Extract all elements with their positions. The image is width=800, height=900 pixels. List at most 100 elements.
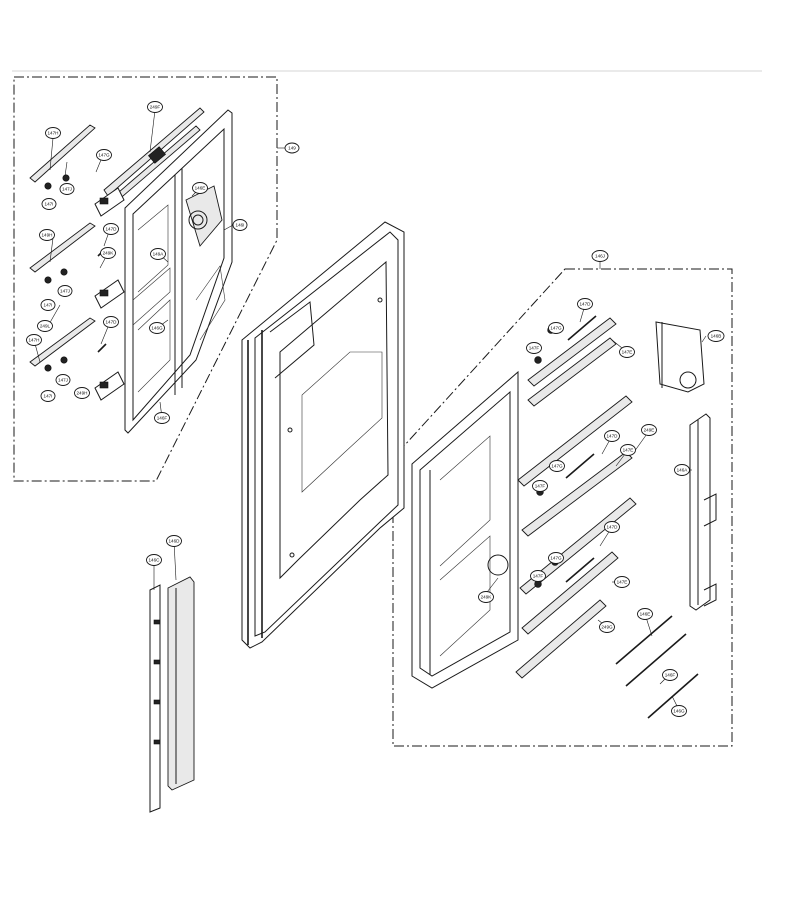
callout-label: 146F [157,416,168,421]
callout-label: 146J [595,254,605,259]
right-group-boundary [392,268,733,747]
right-door-liner-panel [411,370,519,689]
callout: 249L [37,320,53,332]
callout-label: 147G [550,556,562,561]
callout-label: 147E [623,448,634,453]
left-slide-bars [29,124,107,367]
left-rollers [44,174,70,372]
callout-label: 249H [77,391,88,396]
callout: 147J [57,285,73,297]
callout: 146F [662,669,678,681]
callout: 146G [671,705,687,717]
callout: 147D [577,298,593,310]
callout: 249F [147,101,163,113]
callout-label: 147I [45,202,54,207]
left-carriages [94,187,125,401]
callout-label: 147I [44,394,53,399]
callout-label: 146G [151,326,163,331]
callout: 147G [96,149,112,161]
callout-label: 146G [673,709,685,714]
callout: 249E [641,424,657,436]
callout-label: 146A [677,468,689,473]
callout: 147F [532,480,548,492]
callout-label: 249K [481,595,493,600]
callout-label: 149H [42,233,53,238]
callout-label: 249L [40,324,51,329]
callout-label: 147G [551,464,563,469]
callout-label: 147J [62,187,72,192]
callout: 249H [74,387,90,399]
callout-label: 147I [44,303,53,308]
callout-label: 146F [665,673,676,678]
callout-label: 147D [607,525,619,530]
callout-label: 146E [195,186,206,191]
callout-label: 146B [711,334,722,339]
callout: 147E [620,444,636,456]
callout-label: 146I [236,223,245,228]
callout-group-146j: 146J [591,250,609,262]
callout: 149H [39,229,55,241]
callout: 147F [526,342,542,354]
callout: 146E [192,182,208,194]
callout-label: 146D [169,539,181,544]
callout: 147E [619,346,635,358]
callout: 147I [40,299,56,311]
callout-label: 147F [529,346,540,351]
callout-label: 149 [288,146,296,151]
callout: 147G [548,552,564,564]
callout: 147D [604,521,620,533]
callout-label: 249F [150,105,161,110]
callout-label: 147D [580,302,592,307]
right-slide-assemblies [515,315,637,679]
callout-bubbles: 149 146J 147H 147G 147J 147I 249F 147D 1… [26,101,725,717]
callout-label: 147J [58,378,68,383]
callout: 146E [637,608,653,620]
callout-label: 147G [98,153,110,158]
callout: 147D [103,316,119,328]
callout: 147H [45,127,61,139]
callout-label: 147D [106,227,118,232]
callout-label: 147H [48,131,59,136]
callout: 146I [232,219,248,231]
callout-label: 147D [607,434,619,439]
callout: 147H [26,334,42,346]
callout: 249G [599,621,615,633]
callout: 147E [614,576,630,588]
callout-label: 147E [617,580,628,585]
callout: 147D [604,430,620,442]
callout: 249K [478,591,494,603]
callout: 147G [548,322,564,334]
callout: 147G [549,460,565,472]
callout: 146A [674,464,690,476]
callout: 149A [150,248,166,260]
callout-label: 147F [535,484,546,489]
callout: 146C [146,554,162,566]
callout-label: 146C [149,558,161,563]
callout-label: 147D [106,320,118,325]
callout: 146G [149,322,165,334]
callout-label: 249G [601,625,613,630]
callout-label: 249K [103,251,115,256]
callout-label: 147G [550,326,562,331]
callout: 147J [55,374,71,386]
callout: 249K [100,247,116,259]
callout: 146B [707,330,725,342]
callout-label: 147F [533,574,544,579]
callout-label: 147J [60,289,70,294]
callout: 147I [41,198,57,210]
callout: 147I [40,390,56,402]
left-group-boundary [13,76,278,482]
left-upper-rail [103,107,205,203]
center-door-panel [241,221,405,649]
bottom-left-vertical-rails [149,576,195,813]
callout-label: 149A [153,252,165,257]
callout: 146F [154,412,170,424]
callout-label: 147H [29,338,40,343]
callout: 147F [530,570,546,582]
callout: 146D [166,535,182,547]
callout: 147D [103,223,119,235]
callout-group-149: 149 [284,142,300,154]
right-vertical-rail [689,413,717,611]
